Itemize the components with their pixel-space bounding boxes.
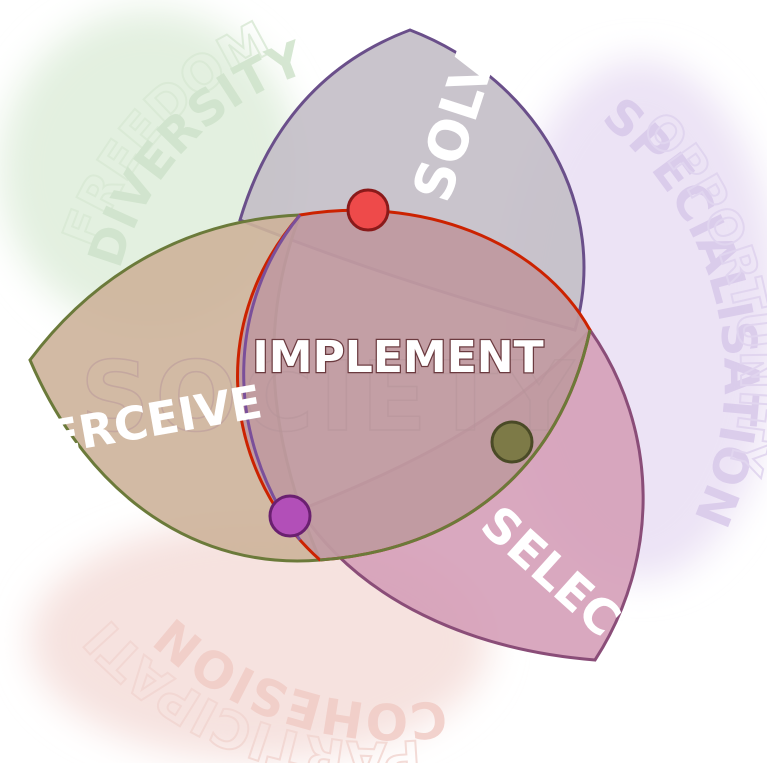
- label-implement: IMPLEMENT: [252, 332, 543, 383]
- implement-lower-edge: [319, 329, 592, 562]
- implement-left-edge: [242, 214, 302, 541]
- node-purple: [268, 494, 312, 538]
- node-red: [346, 188, 390, 232]
- node-olive: [490, 420, 534, 464]
